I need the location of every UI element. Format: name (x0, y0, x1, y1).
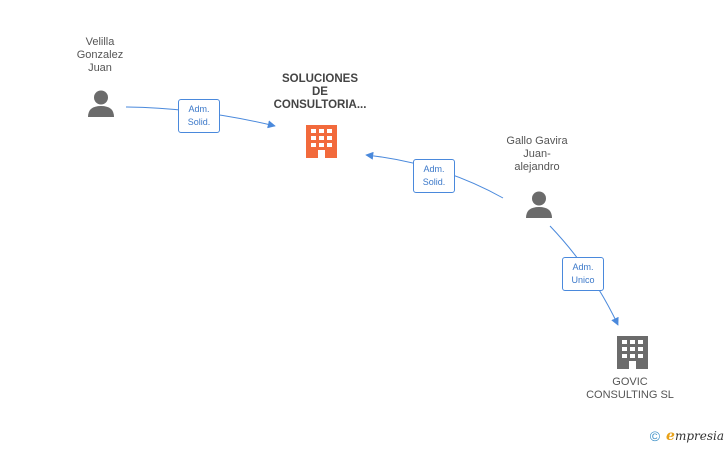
edge-label-velilla-soluciones: Adm. Solid. (178, 99, 220, 133)
node-label-soluciones[interactable]: SOLUCIONES DE CONSULTORIA... (273, 73, 367, 111)
footer-brand: © empresia (650, 428, 724, 444)
node-label-gallo[interactable]: Gallo Gavira Juan- alejandro (506, 135, 568, 173)
building-icon[interactable] (617, 336, 648, 369)
building-icon[interactable] (306, 125, 337, 158)
node-label-govic[interactable]: GOVIC CONSULTING SL (586, 376, 674, 401)
node-label-velilla[interactable]: Velilla Gonzalez Juan (76, 36, 124, 74)
edge-label-gallo-govic: Adm. Unico (562, 257, 604, 291)
brand-logo: empresia (666, 428, 724, 444)
person-icon[interactable] (526, 191, 552, 219)
edge-label-gallo-soluciones: Adm. Solid. (413, 159, 455, 193)
person-icon[interactable] (88, 90, 114, 118)
copyright-icon: © (649, 428, 661, 444)
